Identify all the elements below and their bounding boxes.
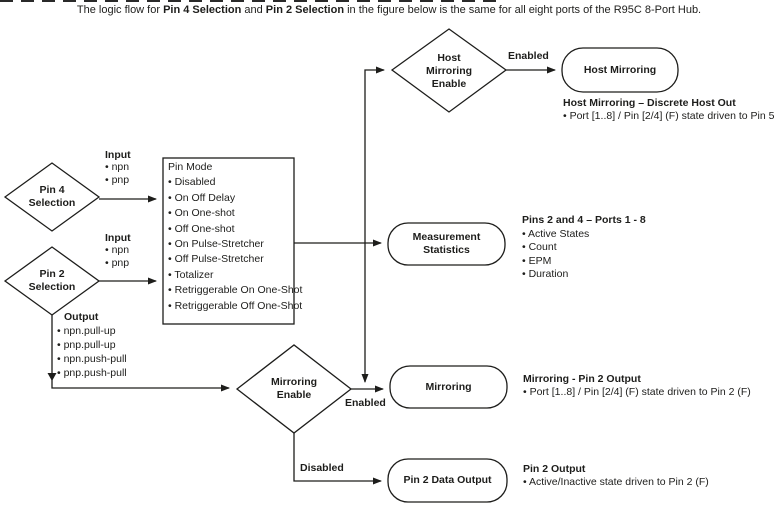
meas-line1: Measurement: [412, 231, 481, 243]
note-mirroring-desc: Mirroring - Pin 2 Output Port [1..8] / P…: [523, 373, 751, 399]
pin4-selection-diamond: [3, 162, 101, 232]
note-pin4-input: Input npn pnp: [105, 149, 131, 186]
mirroring-stadium: [389, 365, 508, 409]
hme-line1: Host: [437, 52, 461, 64]
hme-line3: Enable: [431, 78, 467, 90]
note-item: Duration: [522, 268, 646, 282]
note-item: pnp.push-pull: [57, 366, 127, 380]
note-pin2-input: Input npn pnp: [105, 232, 131, 269]
corner-down-arrowhead: [47, 373, 57, 381]
arrow-me-to-pin2-data-output: [293, 433, 382, 485]
pin-mode-item: Totalizer: [168, 268, 292, 283]
edge-label-enabled-top: Enabled: [508, 50, 549, 62]
note-item: Count: [522, 241, 646, 255]
note-pin2-output-modes: Output npn.pull-up pnp.pull-up npn.push-…: [64, 310, 127, 380]
arrow-pin2-to-mirroring-enable: [51, 315, 230, 392]
node-label-pin2-data-output: Pin 2 Data Output: [403, 474, 492, 486]
note-item: Port [1..8] / Pin [2/4] (F) state driven…: [563, 110, 778, 123]
pin2-data-output-stadium: [387, 458, 508, 503]
pin-mode-item: Disabled: [168, 175, 292, 190]
node-label-pin4-selection: Pin 4 Selection: [12, 184, 92, 210]
pin-mode-item: On One-shot: [168, 206, 292, 221]
note-title: Input: [105, 232, 131, 244]
note-title: Mirroring - Pin 2 Output: [523, 373, 641, 385]
hme-line2: Mirroring: [425, 65, 473, 77]
me-line1: Mirroring: [270, 376, 318, 388]
measurement-statistics-stadium: [387, 222, 506, 266]
pin4-line1: Pin 4: [39, 184, 65, 196]
title-bold-pin2: Pin 2 Selection: [265, 4, 345, 16]
pin-mode-item: Off Pulse-Stretcher: [168, 252, 292, 267]
note-title: Host Mirroring – Discrete Host Out: [563, 97, 736, 109]
note-host-mirroring-desc: Host Mirroring – Discrete Host Out Port …: [563, 97, 778, 123]
host-mirroring-enable-diamond: [390, 28, 508, 113]
node-label-pin2-selection: Pin 2 Selection: [12, 268, 92, 294]
note-item: npn: [105, 161, 131, 173]
meas-line2: Statistics: [423, 244, 470, 256]
arrow-junction-to-host-mirroring-enable: [364, 66, 385, 243]
node-label-host-mirroring-enable: Host Mirroring Enable: [404, 52, 494, 91]
pin-mode-item: Off One-shot: [168, 222, 292, 237]
pin-mode-item: Retriggerable Off One-Shot: [168, 299, 303, 314]
note-item: npn: [105, 244, 131, 256]
note-item: Port [1..8] / Pin [2/4] (F) state driven…: [523, 386, 751, 399]
note-item: npn.push-pull: [57, 352, 127, 366]
pin-mode-title: Pin Mode: [168, 161, 213, 173]
note-item: pnp: [105, 257, 131, 269]
title-prefix: The logic flow for: [76, 4, 164, 16]
note-title: Pins 2 and 4 – Ports 1 - 8: [522, 214, 646, 226]
title-suffix: in the figure below is the same for all …: [344, 4, 702, 16]
me-line2: Enable: [276, 389, 312, 401]
mirroring-enable-diamond: [235, 344, 353, 434]
pin-mode-item: On Pulse-Stretcher: [168, 237, 292, 252]
page-title: The logic flow for Pin 4 Selection and P…: [0, 4, 778, 16]
title-bold-pin4: Pin 4 Selection: [163, 4, 242, 16]
edge-label-enabled-bottom: Enabled: [345, 397, 386, 409]
title-mid: and: [241, 4, 266, 16]
pin-mode-item: On Off Delay: [168, 191, 292, 206]
host-mirroring-stadium: [561, 47, 679, 93]
note-item: EPM: [522, 255, 646, 269]
note-title: Pin 2 Output: [523, 463, 586, 475]
note-measurement-desc: Pins 2 and 4 – Ports 1 - 8 Active States…: [522, 214, 646, 282]
note-title: Input: [105, 149, 131, 161]
node-label-mirroring: Mirroring: [425, 381, 472, 393]
pin-mode-item: Retriggerable On One-Shot: [168, 283, 303, 298]
note-item: npn.pull-up: [57, 324, 127, 338]
cropped-text-artifact: [0, 0, 503, 2]
node-label-measurement-statistics: Measurement Statistics: [388, 231, 505, 257]
note-title: Output: [64, 311, 99, 323]
note-item: pnp.pull-up: [57, 338, 127, 352]
edge-label-disabled: Disabled: [300, 462, 344, 474]
pin-mode-list: Pin Mode Disabled On Off Delay On One-sh…: [168, 160, 303, 314]
pin2-line1: Pin 2: [39, 268, 65, 280]
pin2-selection-diamond: [3, 246, 101, 316]
note-item: Active/Inactive state driven to Pin 2 (F…: [523, 476, 709, 489]
note-item: pnp: [105, 174, 131, 186]
note-pin2-output-desc: Pin 2 Output Active/Inactive state drive…: [523, 463, 709, 489]
pin2-line2: Selection: [28, 281, 76, 293]
node-label-mirroring-enable: Mirroring Enable: [249, 376, 339, 402]
pin4-line2: Selection: [28, 197, 76, 209]
node-label-host-mirroring: Host Mirroring: [583, 64, 657, 76]
note-item: Active States: [522, 228, 646, 242]
